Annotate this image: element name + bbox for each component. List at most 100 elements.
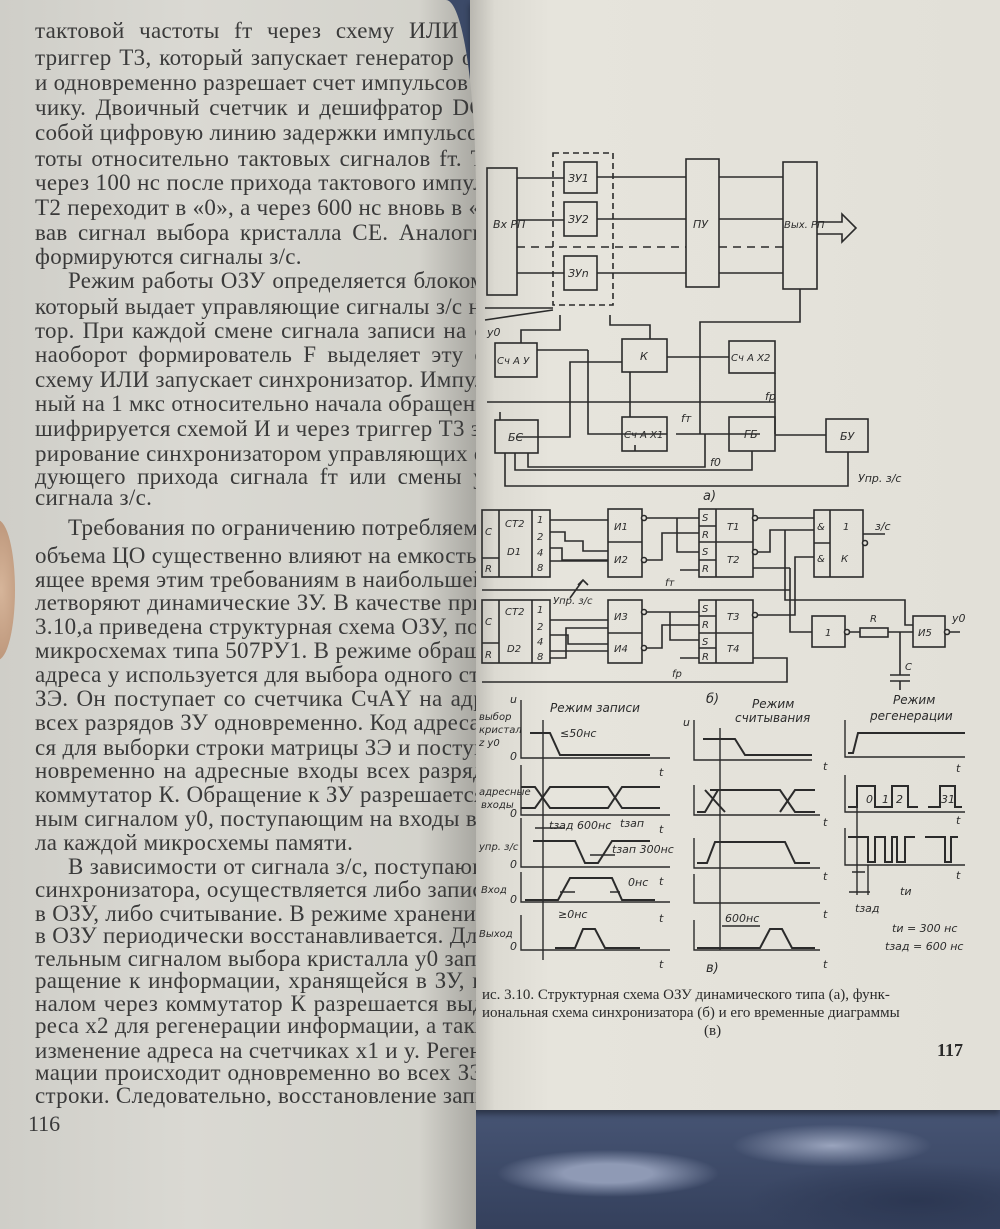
text-line: и одновременно разрешает счет импульсов … bbox=[35, 70, 476, 95]
text-line: изменение адреса на счетчиках x1 и y. Ре… bbox=[35, 1038, 476, 1063]
text-line: синхронизатора, осуществляется либо запи… bbox=[35, 877, 476, 902]
label-d2: D2 bbox=[507, 644, 521, 655]
output-bus-arrow bbox=[817, 212, 858, 244]
label-ft-in: fт bbox=[665, 578, 676, 589]
note-tzap: tзап bbox=[620, 817, 644, 830]
axis-zero: 0 bbox=[510, 807, 517, 820]
label-ctrl: Упр. з/с bbox=[858, 472, 901, 485]
label-or: 1 bbox=[843, 522, 849, 533]
pin-s-t4: S bbox=[702, 637, 709, 648]
text-line: объема ЦО существенно влияют на емкость … bbox=[35, 543, 476, 568]
pulse-2: 2 bbox=[896, 793, 903, 806]
bit-1-d2: 1 bbox=[537, 605, 543, 616]
label-bu: БУ bbox=[840, 430, 856, 443]
label-counter-y: Сч А У bbox=[497, 356, 530, 367]
note-tzad-600ns: tзад 600нс bbox=[549, 819, 611, 832]
title-regen-mode-2: регенерации bbox=[869, 709, 953, 723]
label-capacitor: C bbox=[905, 662, 912, 673]
text-line: ным сигналом y0, поступающим на входы вы… bbox=[35, 806, 476, 831]
title-regen-mode-1: Режим bbox=[893, 693, 935, 707]
text-line: ный на 1 мкс относительно начала обращен… bbox=[35, 391, 476, 416]
label-figure-b: б) bbox=[706, 692, 719, 707]
pin-c-d1: C bbox=[485, 527, 492, 538]
signal-ctrl: упр. з/с bbox=[478, 842, 519, 853]
axis-zero: 0 bbox=[510, 858, 517, 871]
bit-1-d1: 1 bbox=[537, 515, 543, 526]
axis-t: t bbox=[823, 816, 828, 829]
page-number-right: 117 bbox=[937, 1040, 964, 1060]
label-and4: И4 bbox=[614, 644, 628, 655]
figure-c-timing bbox=[520, 700, 965, 960]
text-line: наоборот формирователь F выделяет эту с bbox=[35, 342, 476, 367]
text-line: налом через коммутатор К разрешается выд bbox=[35, 991, 476, 1016]
label-t3: T3 bbox=[727, 612, 739, 623]
input-register-block bbox=[486, 167, 518, 296]
note-600ns: 600нс bbox=[725, 912, 759, 925]
text-line: коммутатор К. Обращение к ЗУ разрешается bbox=[35, 782, 476, 807]
text-line: ла каждой микросхемы памяти. bbox=[35, 830, 354, 855]
text-line: ящее время этим требованиям в наибольшей… bbox=[35, 567, 476, 592]
axis-t: t bbox=[659, 875, 664, 888]
label-ctrl-in: Упр. з/с bbox=[553, 596, 593, 607]
note-ge0ns: ≥0нс bbox=[558, 908, 587, 921]
and-gates-1-2 bbox=[607, 508, 643, 578]
text-line: микросхемах типа 507РУ1. В режиме обраще… bbox=[35, 638, 476, 663]
text-line: вав сигнал выбора кристалла СЕ. Аналоги bbox=[35, 220, 476, 245]
pin-r-d1: R bbox=[485, 564, 492, 575]
figure-b-synchronizer bbox=[481, 508, 960, 690]
text-line: строки. Следовательно, восстановление за… bbox=[35, 1083, 476, 1108]
title-read-mode-1: Режим bbox=[752, 697, 794, 711]
figure-caption-line-1: ис. 3.10. Структурная схема ОЗУ динамиче… bbox=[482, 987, 890, 1003]
pin-s-t3: S bbox=[702, 604, 709, 615]
label-figure-c: в) bbox=[706, 961, 719, 976]
triggers-t1-t2 bbox=[698, 508, 754, 578]
text-line: В зависимости от сигнала з/с, поступающе bbox=[68, 854, 476, 879]
label-ct2-d1: CT2 bbox=[505, 519, 524, 530]
text-line: который выдает управляющие сигналы з/с н… bbox=[35, 294, 476, 319]
bit-4-d2: 4 bbox=[537, 637, 543, 648]
signal-select-3: z y0 bbox=[478, 738, 500, 749]
label-and5: И5 bbox=[918, 628, 932, 639]
control-wiring bbox=[484, 289, 849, 487]
text-line: рирование синхронизатором управляющих си bbox=[35, 441, 476, 466]
resistor bbox=[859, 627, 889, 638]
figure-caption-line-3: (в) bbox=[704, 1023, 722, 1039]
bit-4-d1: 4 bbox=[537, 548, 543, 559]
label-and-in2: & bbox=[817, 554, 825, 565]
pin-r-t1: R bbox=[702, 530, 709, 541]
axis-t: t bbox=[659, 823, 664, 836]
axis-t: t bbox=[659, 912, 664, 925]
text-line: шифрируется схемой И и через триггер Т3 … bbox=[35, 416, 476, 441]
title-write-mode: Режим записи bbox=[550, 701, 640, 715]
label-f0: f0 bbox=[710, 456, 721, 469]
text-line: тельным сигналом выбора кристалла y0 зап… bbox=[35, 946, 476, 971]
note-tu-300ns: tи = 300 нс bbox=[892, 922, 957, 935]
counter-y-block bbox=[494, 342, 538, 378]
pin-r-d2: R bbox=[485, 650, 492, 661]
label-bs: БС bbox=[508, 431, 524, 444]
axis-zero: 0 bbox=[510, 893, 517, 906]
label-out-reg: Вых. РП bbox=[784, 220, 825, 231]
title-read-mode-2: считывания bbox=[735, 711, 810, 725]
label-gb: ГБ bbox=[744, 428, 758, 441]
axis-t: t bbox=[956, 814, 961, 827]
axis-t: t bbox=[659, 958, 664, 971]
axis-u: u bbox=[510, 693, 517, 706]
label-y0: y0 bbox=[486, 326, 501, 339]
label-t1: T1 bbox=[727, 522, 739, 533]
signal-select-2: кристал bbox=[479, 725, 522, 736]
label-inverter: 1 bbox=[825, 628, 831, 639]
axis-t: t bbox=[659, 766, 664, 779]
axis-t: t bbox=[823, 760, 828, 773]
counter-d1 bbox=[481, 509, 551, 578]
bit-8-d2: 8 bbox=[537, 652, 543, 663]
pin-r-t4: R bbox=[702, 652, 709, 663]
signal-input: Вход bbox=[481, 885, 507, 896]
label-k: К bbox=[640, 350, 649, 363]
axis-zero: 0 bbox=[510, 750, 517, 763]
label-t4: T4 bbox=[727, 644, 739, 655]
text-line: в ОЗУ, либо считывание. В режиме хранени… bbox=[35, 901, 476, 926]
page-number-left: 116 bbox=[28, 1111, 61, 1136]
text-line: мации происходит одновременно во всех ЗЭ bbox=[35, 1060, 476, 1085]
pin-r-t2: R bbox=[702, 564, 709, 575]
